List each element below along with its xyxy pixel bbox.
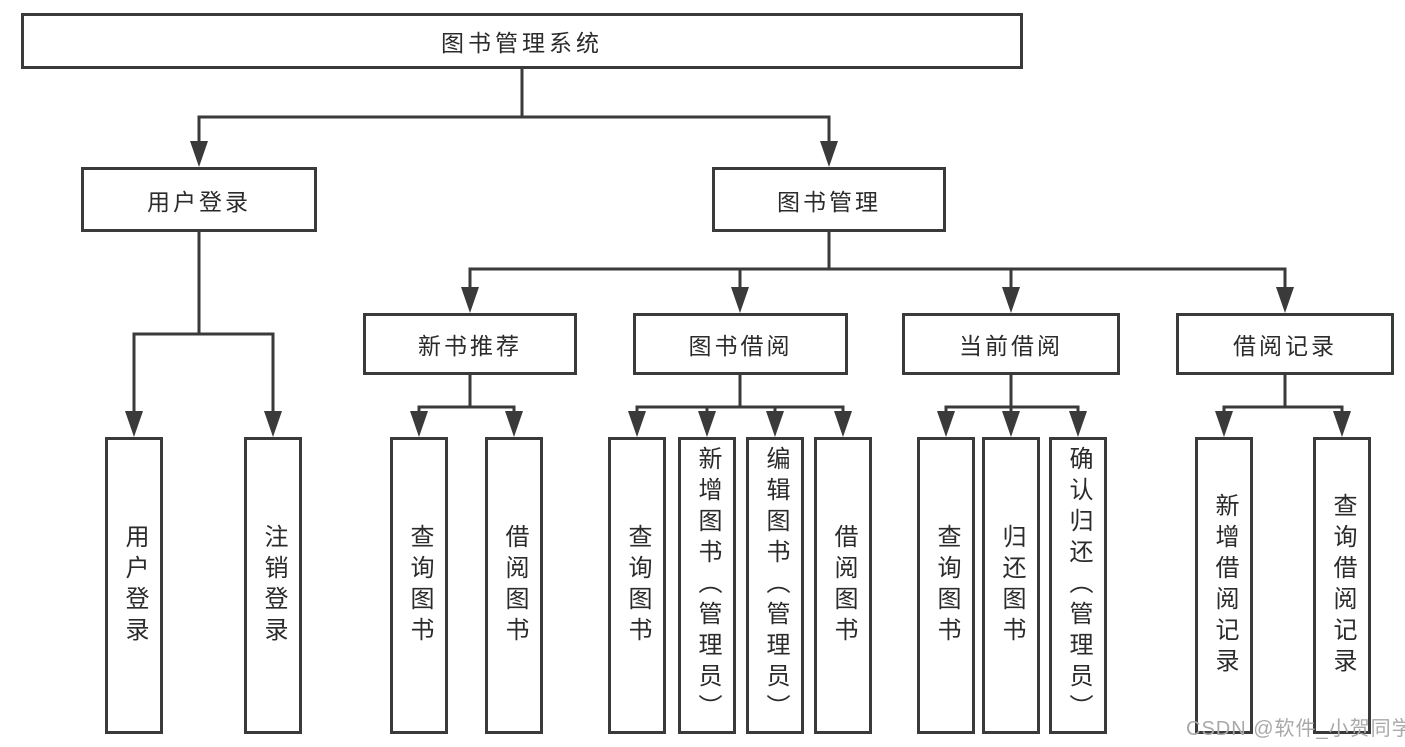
node-borrowing-records: 借阅记录 (1176, 313, 1394, 375)
node-label: 查询图书 (406, 523, 433, 648)
node-leaf-return-books: 归还图书 (982, 437, 1040, 734)
node-label: 查询图书 (933, 523, 960, 648)
node-leaf-query-books-recommend: 查询图书 (390, 437, 448, 734)
node-leaf-logout: 注销登录 (244, 437, 302, 734)
node-leaf-login: 用户登录 (105, 437, 163, 734)
node-label: 图书管理系统 (441, 30, 603, 56)
node-leaf-add-borrow-record: 新增借阅记录 (1195, 437, 1253, 734)
node-current-borrowing: 当前借阅 (902, 313, 1120, 375)
node-leaf-add-book-admin: 新增图书（管理员） (678, 437, 736, 734)
node-label: 借阅图书 (501, 523, 528, 648)
node-leaf-query-books-current: 查询图书 (917, 437, 975, 734)
node-label: 图书借阅 (688, 333, 793, 359)
node-label: 确认归还（管理员） (1065, 446, 1092, 725)
node-label: 新增借阅记录 (1211, 492, 1238, 679)
csdn-watermark: CSDN @软件_小贺同学 (1186, 718, 1405, 740)
node-label: 新增图书（管理员） (694, 446, 721, 725)
node-label: 图书管理 (777, 188, 881, 215)
node-leaf-edit-book-admin: 编辑图书（管理员） (746, 437, 804, 734)
node-book-management: 图书管理 (712, 167, 946, 232)
node-new-book-recommend: 新书推荐 (363, 313, 577, 375)
node-leaf-confirm-return-admin: 确认归还（管理员） (1049, 437, 1107, 734)
node-leaf-borrow-books: 借阅图书 (814, 437, 872, 734)
node-label: 注销登录 (260, 523, 287, 648)
node-label: 编辑图书（管理员） (762, 446, 789, 725)
node-book-borrowing: 图书借阅 (633, 313, 848, 375)
node-label: 用户登录 (147, 188, 251, 215)
node-leaf-query-borrow-record: 查询借阅记录 (1313, 437, 1371, 734)
node-label: 用户登录 (121, 523, 148, 648)
node-label: 查询图书 (624, 523, 651, 648)
node-leaf-borrow-books-recommend: 借阅图书 (485, 437, 543, 734)
node-label: 归还图书 (998, 523, 1025, 648)
node-label: 新书推荐 (418, 333, 522, 359)
node-label: 当前借阅 (959, 333, 1063, 359)
node-label: 借阅记录 (1233, 333, 1337, 359)
node-user-login: 用户登录 (81, 167, 317, 232)
node-label: 借阅图书 (830, 523, 857, 648)
node-label: 查询借阅记录 (1329, 492, 1356, 679)
node-root-system: 图书管理系统 (21, 13, 1023, 69)
node-leaf-query-books-borrowing: 查询图书 (608, 437, 666, 734)
